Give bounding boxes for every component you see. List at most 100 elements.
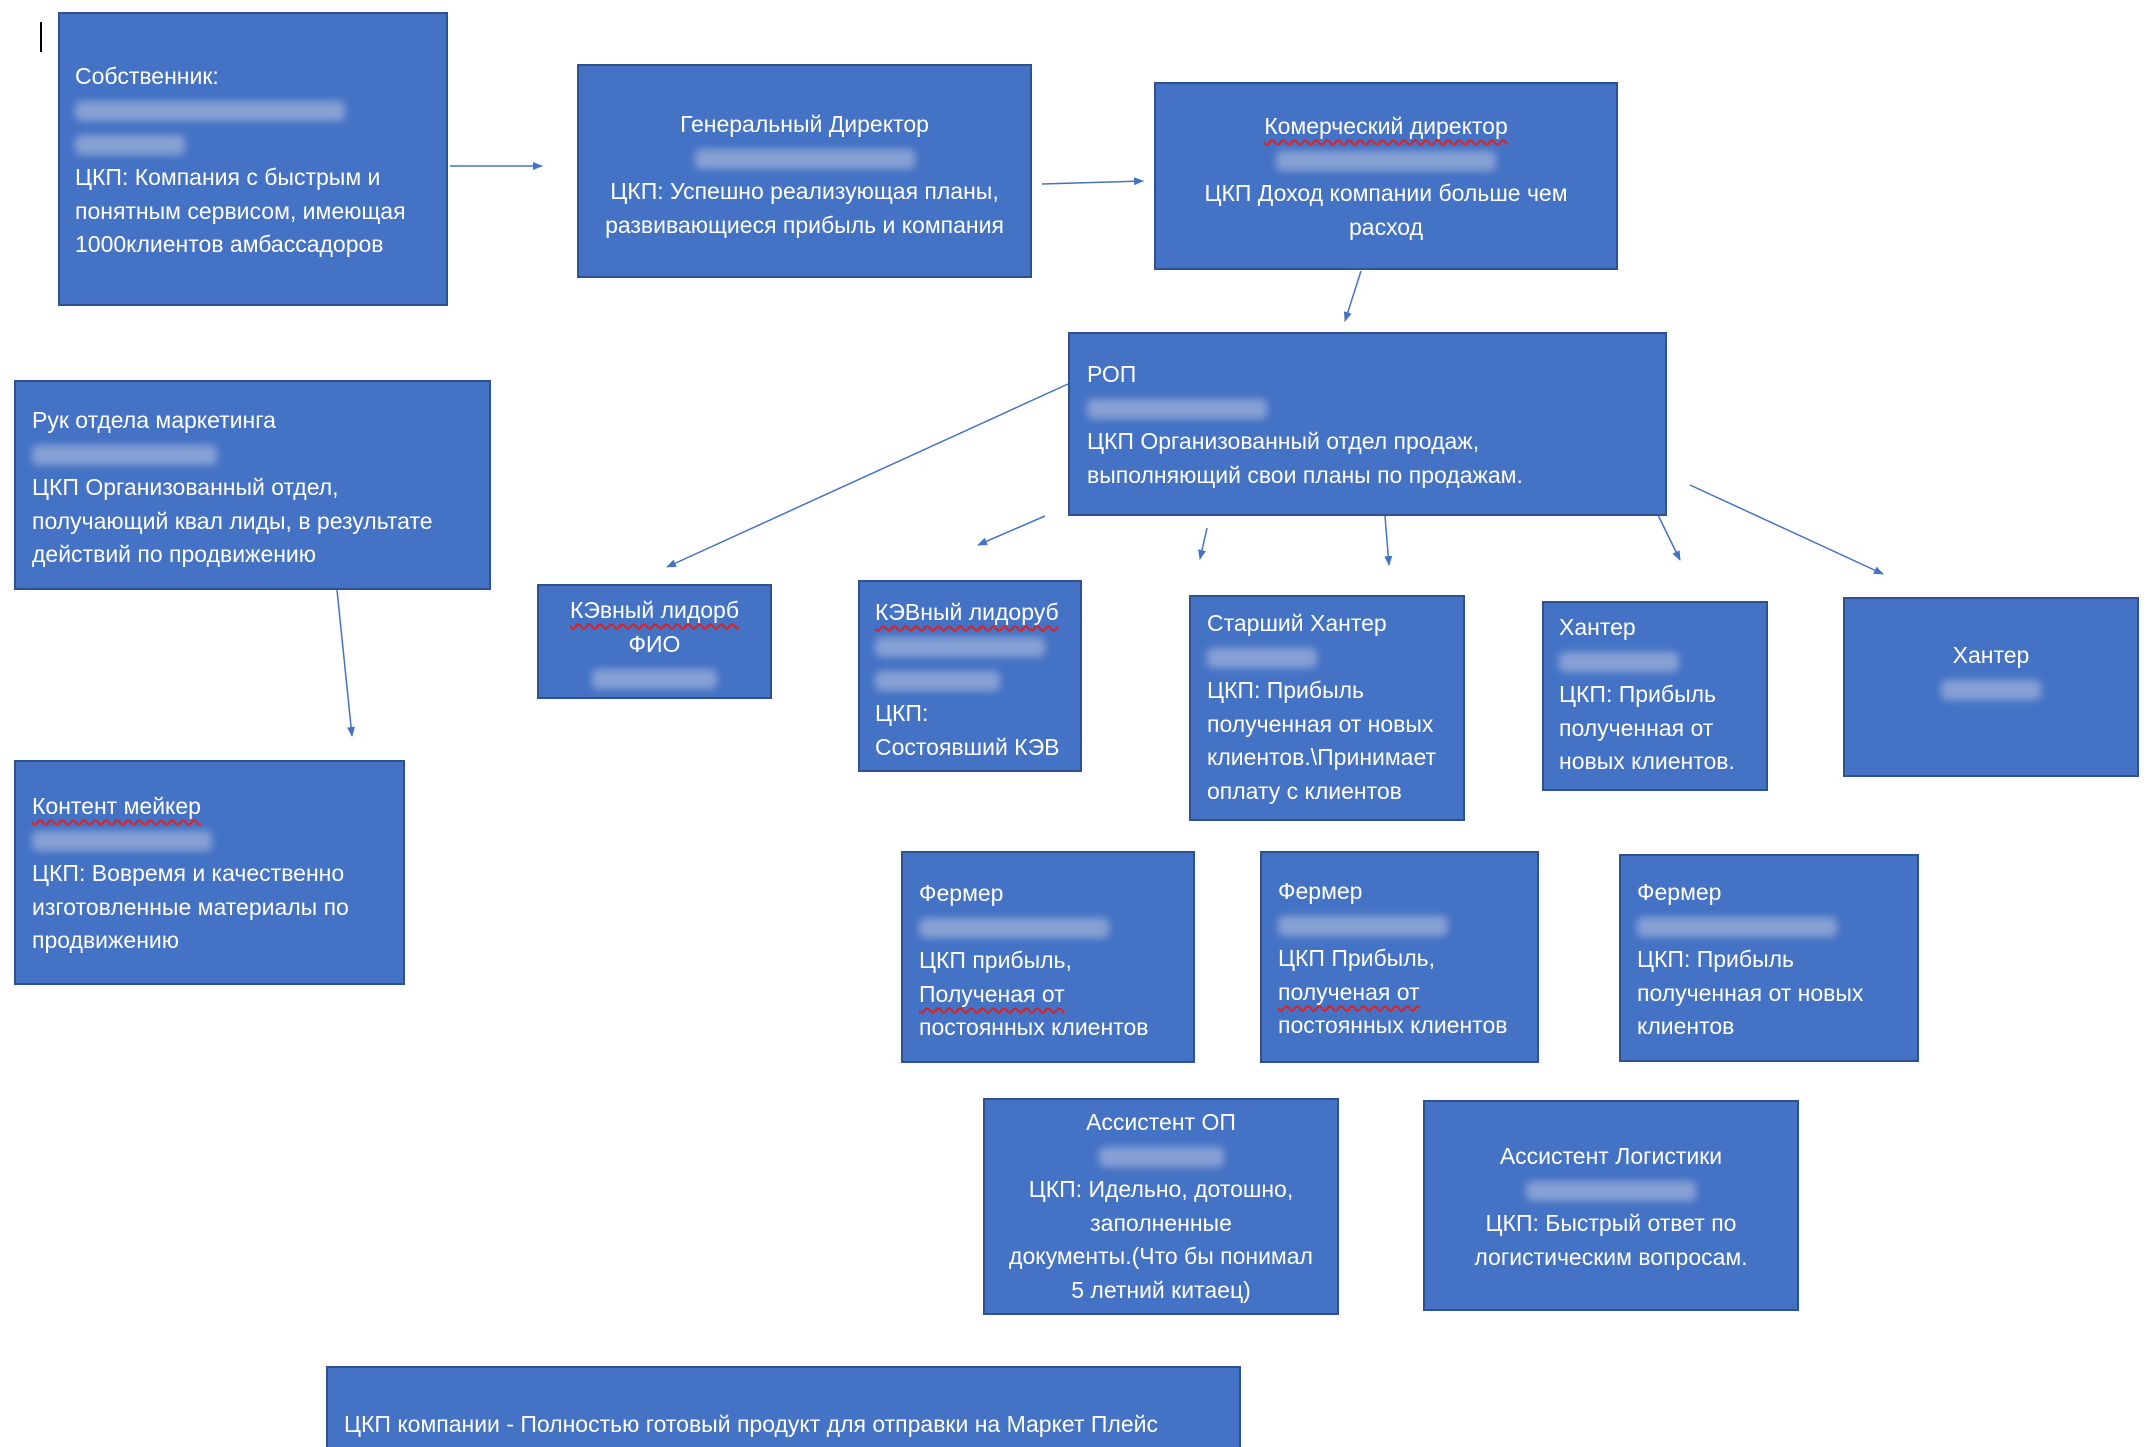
hunter2-title: Хантер (1952, 642, 2030, 668)
redacted-name (1559, 652, 1679, 673)
senior-hunter-title: Старший Хантер (1207, 610, 1387, 636)
content-maker-ckp-line: ЦКП: Вовремя и качественно (32, 860, 345, 887)
com-director-ckp-line: ЦКП Доход компании больше чем (1204, 180, 1568, 207)
kev-lidorb-subtitle: ФИО (628, 630, 681, 657)
arrow-com-director-to-rop (1343, 270, 1362, 322)
content-maker-box: Контент мейкер ЦКП: Вовремя и качественн… (14, 760, 405, 985)
redacted-name (1087, 399, 1267, 420)
farmer1-ckp-line: ЦКП прибыль, (919, 947, 1072, 974)
rop-box: РОП ЦКП Организованный отдел продаж, вып… (1068, 332, 1667, 516)
owner-ckp-line: понятным сервисом, имеющая (75, 197, 406, 224)
marketing-head-ckp-line: получающий квал лиды, в результате (32, 507, 433, 534)
com-director-title: Комерческий директор (1264, 113, 1508, 139)
hunter1-ckp-line: ЦКП: Прибыль (1559, 681, 1717, 708)
assistant-logistics-box: Ассистент Логистики ЦКП: Быстрый ответ п… (1423, 1100, 1799, 1311)
kev-lidorub-ckp-line: ЦКП: (875, 700, 929, 727)
senior-hunter-box: Старший Хантер ЦКП: Прибыль полученная о… (1189, 595, 1465, 821)
arrow-rop-to-kev-lidorb (666, 383, 1069, 568)
farmer1-box: Фермер ЦКП прибыль, Полученая от постоян… (901, 851, 1195, 1063)
redacted-name (694, 149, 915, 170)
farmer1-title: Фермер (919, 880, 1004, 906)
redacted-name (875, 671, 1000, 692)
redacted-name (1207, 648, 1317, 669)
rop-title: РОП (1087, 361, 1137, 387)
assistant-op-ckp-line: 5 летний китаец) (1071, 1276, 1251, 1303)
com-director-box: Комерческий директор ЦКП Доход компании … (1154, 82, 1618, 270)
redacted-name (32, 445, 217, 466)
company-ckp-box: ЦКП компании - Полностью готовый продукт… (326, 1366, 1241, 1447)
hunter1-ckp-line: новых клиентов. (1559, 748, 1735, 775)
redacted-name (1637, 917, 1837, 938)
farmer2-title: Фермер (1278, 878, 1363, 904)
redacted-name (75, 135, 185, 156)
content-maker-ckp-line: продвижению (32, 927, 179, 954)
redacted-name (875, 637, 1045, 658)
assistant-op-ckp-line: ЦКП: Идельно, дотошно, (1028, 1176, 1294, 1203)
redacted-name (75, 101, 345, 122)
assistant-op-title: Ассистент ОП (1086, 1109, 1236, 1135)
kev-lidorub-ckp-line: Состоявший КЭВ (875, 733, 1060, 760)
marketing-head-title: Рук отдела маркетинга (32, 407, 276, 433)
farmer2-ckp-line: полученая от (1278, 978, 1420, 1005)
farmer3-title: Фермер (1637, 879, 1722, 905)
senior-hunter-ckp-line: клиентов.\Принимает (1207, 744, 1437, 771)
gen-director-ckp-line: ЦКП: Успешно реализующая планы, (610, 178, 999, 205)
owner-box: Собственник: ЦКП: Компания с быстрым и п… (58, 12, 448, 306)
farmer3-ckp-line: ЦКП: Прибыль (1637, 946, 1795, 973)
gen-director-title: Генеральный Директор (680, 111, 929, 137)
arrow-gen-director-to-com-director (1041, 177, 1144, 186)
owner-title: Собственник: (75, 63, 219, 89)
marketing-head-box: Рук отдела маркетинга ЦКП Организованный… (14, 380, 491, 590)
marketing-head-ckp-line: ЦКП Организованный отдел, (32, 474, 339, 501)
rop-ckp-line: ЦКП Организованный отдел продаж, (1087, 428, 1480, 455)
owner-ckp-line: 1000клиентов амбассадоров (75, 231, 384, 258)
arrow-rop-to-hunter1 (1656, 512, 1681, 561)
farmer2-box: Фермер ЦКП Прибыль, полученая от постоян… (1260, 851, 1539, 1063)
senior-hunter-ckp-line: оплату с клиентов (1207, 777, 1402, 804)
senior-hunter-ckp-line: ЦКП: Прибыль (1207, 677, 1365, 704)
assistant-op-ckp-line: документы.(Что бы понимал (1009, 1243, 1313, 1270)
gen-director-ckp-line: развивающиеся прибыль и компания (605, 211, 1004, 238)
farmer2-ckp-line: постоянных клиентов (1278, 1012, 1508, 1039)
kev-lidorub-box: КЭВный лидоруб ЦКП: Состоявший КЭВ (858, 580, 1082, 772)
hunter2-box: Хантер (1843, 597, 2139, 777)
arrow-rop-to-senior-hunter-2 (1384, 515, 1393, 566)
assistant-op-box: Ассистент ОП ЦКП: Идельно, дотошно, запо… (983, 1098, 1339, 1315)
farmer3-ckp-line: полученная от новых (1637, 979, 1864, 1006)
arrow-rop-to-kev-lidorub (977, 515, 1046, 546)
owner-ckp-line: ЦКП: Компания с быстрым и (75, 164, 381, 191)
arrow-rop-to-hunter2 (1689, 484, 1884, 575)
assistant-logistics-ckp-line: ЦКП: Быстрый ответ по (1485, 1210, 1737, 1237)
redacted-name (1526, 1181, 1696, 1202)
kev-lidorb-title: КЭвный лидорб (569, 597, 740, 623)
assistant-logistics-ckp-line: логистическим вопросам. (1474, 1243, 1748, 1270)
farmer3-ckp-line: клиентов (1637, 1013, 1735, 1040)
arrow-marketing-to-content (336, 589, 356, 737)
gen-director-box: Генеральный Директор ЦКП: Успешно реализ… (577, 64, 1032, 278)
farmer1-ckp-line: Полученая от (919, 980, 1065, 1007)
redacted-name (1941, 680, 2041, 701)
redacted-name (1278, 916, 1448, 937)
assistant-op-ckp-line: заполненные (1090, 1209, 1232, 1236)
farmer2-ckp-line: ЦКП Прибыль, (1278, 945, 1436, 972)
redacted-name (592, 668, 717, 689)
text-cursor (40, 22, 42, 52)
kev-lidorub-title: КЭВный лидоруб (875, 599, 1059, 625)
assistant-logistics-title: Ассистент Логистики (1499, 1143, 1723, 1169)
redacted-name (1098, 1147, 1224, 1168)
farmer1-ckp-line: постоянных клиентов (919, 1014, 1149, 1041)
hunter1-ckp-line: полученная от (1559, 714, 1714, 741)
hunter1-box: Хантер ЦКП: Прибыль полученная от новых … (1542, 601, 1768, 791)
redacted-name (919, 918, 1109, 939)
kev-lidorb-box: КЭвный лидорб ФИО (537, 584, 772, 699)
farmer3-box: Фермер ЦКП: Прибыль полученная от новых … (1619, 854, 1919, 1062)
rop-ckp-line: выполняющий свои планы по продажам. (1087, 461, 1523, 488)
marketing-head-ckp-line: действий по продвижению (32, 541, 317, 568)
hunter1-title: Хантер (1559, 614, 1636, 640)
company-ckp-text: ЦКП компании - Полностью готовый продукт… (344, 1411, 1158, 1437)
redacted-name (32, 831, 212, 852)
arrow-rop-to-senior-hunter (1198, 527, 1208, 560)
content-maker-ckp-line: изготовленные материалы по (32, 893, 349, 920)
senior-hunter-ckp-line: полученная от новых (1207, 710, 1434, 737)
